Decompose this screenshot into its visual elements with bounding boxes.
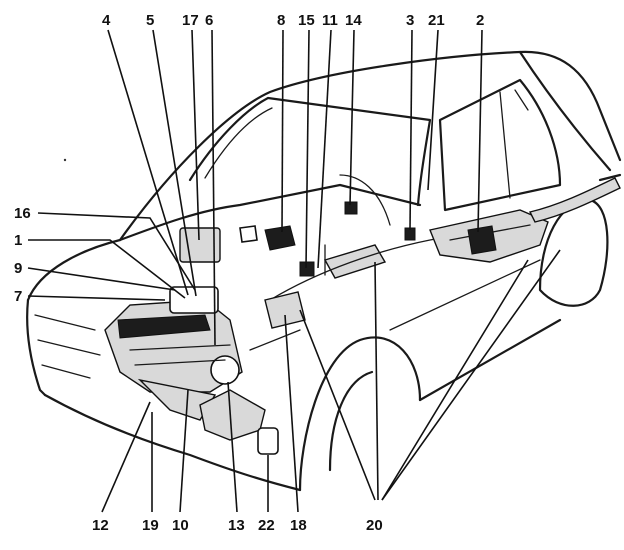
- callout-12: 12: [92, 517, 109, 534]
- callout-21: 21: [428, 12, 445, 29]
- callout-15: 15: [298, 12, 315, 29]
- fuel-pump-2: [467, 225, 497, 255]
- relay-8: [239, 225, 296, 251]
- callout-8: 8: [277, 12, 285, 29]
- callout-17: 17: [182, 12, 199, 29]
- callout-22: 22: [258, 517, 275, 534]
- callout-1: 1: [14, 232, 22, 249]
- leader-lines: [27, 29, 561, 513]
- tailpipe: [528, 177, 621, 223]
- gear-shift: [299, 244, 326, 277]
- control-unit-17: [179, 227, 221, 263]
- callout-11: 11: [322, 12, 338, 29]
- canister-22: [257, 427, 279, 455]
- callout-7: 7: [14, 288, 22, 305]
- callout-20: 20: [366, 517, 383, 534]
- callout-18: 18: [290, 517, 307, 534]
- callout-2: 2: [476, 12, 484, 29]
- engine-assembly: [104, 286, 243, 421]
- callout-13: 13: [228, 517, 245, 534]
- callout-6: 6: [205, 12, 213, 29]
- callout-4: 4: [102, 12, 111, 29]
- callout-14: 14: [345, 12, 362, 29]
- callout-9: 9: [14, 260, 22, 277]
- callout-10: 10: [172, 517, 189, 534]
- module-18: [264, 291, 306, 329]
- callout-labels: 4 5 17 6 8 15 11 14 3 21 2 16 1 9 7 12 1…: [14, 12, 484, 534]
- callout-5: 5: [146, 12, 154, 29]
- callout-3: 3: [406, 12, 414, 29]
- callout-19: 19: [142, 517, 159, 534]
- speck-mark: [63, 158, 67, 162]
- callout-16: 16: [14, 205, 31, 222]
- exhaust-and-fuel-line: [249, 219, 541, 351]
- fuel-filter-14: [339, 174, 391, 226]
- car-body: [26, 50, 622, 492]
